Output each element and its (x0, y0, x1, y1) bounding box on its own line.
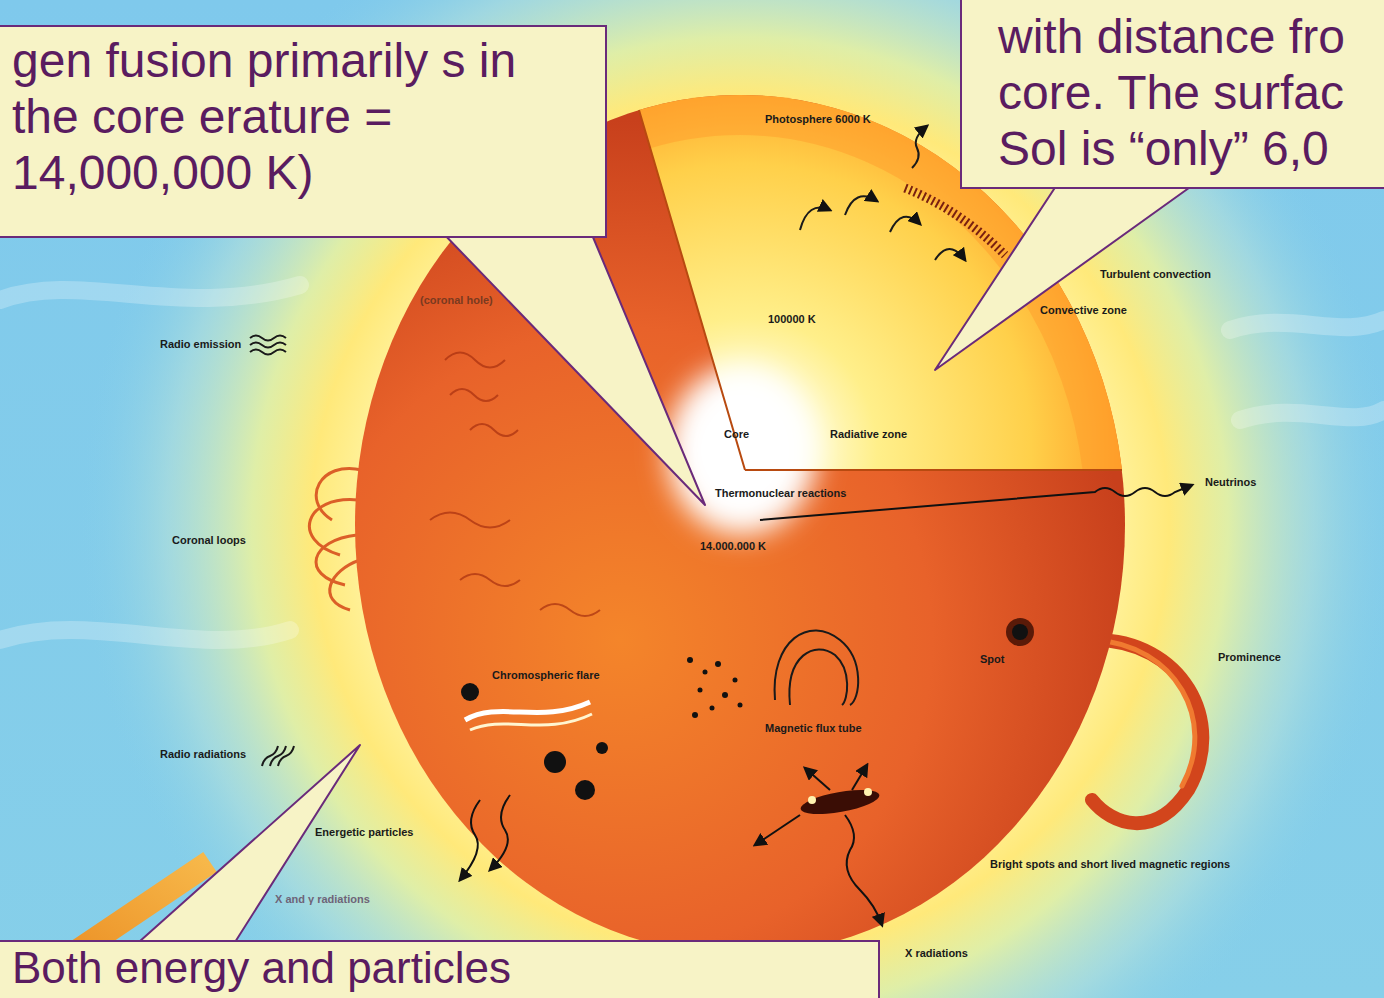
convection-arrow (845, 196, 877, 215)
surface-swirl (540, 604, 600, 616)
diagram-label: Core (724, 428, 749, 441)
granule-dot (722, 692, 728, 698)
diagram-label: Turbulent convection (1100, 268, 1211, 281)
callout-box: with distance fro core. The surfac Sol i… (960, 0, 1384, 189)
coronal-hole-swirl (445, 353, 505, 368)
callout-pointers (130, 180, 1200, 950)
diagram-label: Neutrinos (1205, 476, 1256, 489)
prominence-highlight (1095, 640, 1195, 786)
sunspots (461, 657, 743, 800)
coronal-hole-swirl (470, 424, 518, 436)
radio-wave (278, 746, 294, 766)
cloud-streak (0, 285, 300, 300)
cloud-streak (1230, 320, 1384, 330)
flux-tube-line (789, 649, 847, 705)
diagram-label: Chromospheric flare (492, 669, 600, 682)
cloud-streak (1240, 410, 1384, 420)
magnetic-region (799, 785, 881, 819)
radio-wave (250, 336, 286, 341)
granulation (905, 188, 1005, 255)
callout-pointer (440, 230, 705, 505)
sunspot (461, 683, 479, 701)
bright-spot (864, 788, 872, 796)
diagram-label: Radio radiations (160, 748, 246, 761)
diagram-label: Photosphere 6000 K (765, 113, 871, 126)
flare-streak (465, 702, 590, 720)
granule-dot (715, 661, 721, 667)
emission-arrow (755, 815, 800, 845)
convection-arrow (800, 208, 830, 231)
spot-umbra (1012, 624, 1028, 640)
diagram-label: Magnetic flux tube (765, 722, 862, 735)
diagram-label: Radio emission (160, 338, 241, 351)
callout-pointer (130, 745, 360, 950)
diagram-label: 14.000.000 K (700, 540, 766, 553)
diagram-label: (coronal hole) (420, 294, 493, 307)
convection-arrows (800, 126, 965, 260)
diagram-label: Spot (980, 653, 1004, 666)
diagram-label: X and γ radiations (275, 893, 370, 906)
coronal-loop (316, 535, 357, 585)
callout-box: gen fusion primarily s in the core eratu… (0, 25, 607, 238)
granule-dot (733, 678, 738, 683)
emission-arrow (852, 765, 867, 790)
coronal-loops (309, 468, 362, 610)
cloud-streak (0, 630, 290, 640)
surface-swirl (430, 513, 510, 528)
diagram-label: X radiations (905, 947, 968, 960)
radio-wave (250, 343, 286, 348)
sunspot (596, 742, 608, 754)
callout-text: with distance fro core. The surfac Sol i… (998, 9, 1379, 177)
radio-wave (250, 350, 286, 355)
diagram-label: Convective zone (1040, 304, 1127, 317)
core-glow (667, 365, 817, 535)
granule-dot (692, 712, 698, 718)
diagram-label: Coronal loops (172, 534, 246, 547)
diagram-label: Thermonuclear reactions (715, 487, 846, 500)
coronal-loop (309, 500, 358, 555)
flare-streak (470, 714, 592, 730)
surface-swirl (460, 574, 520, 586)
flux-tube-line (775, 630, 859, 705)
callout-text: Both energy and particles (12, 946, 868, 990)
emission-arrow (805, 768, 830, 790)
convection-arrow (890, 217, 920, 232)
granule-dot (698, 688, 703, 693)
coronal-loop (316, 468, 362, 520)
radio-symbol (250, 336, 294, 767)
bright-spot (808, 796, 816, 804)
diagram-label: 100000 K (768, 313, 816, 326)
sunspot (575, 780, 595, 800)
callout-text: gen fusion primarily s in the core eratu… (12, 33, 583, 201)
granule-dot (703, 670, 708, 675)
coronal-loop (330, 560, 360, 610)
photon-arrow (912, 126, 927, 168)
particle-arrow (490, 795, 510, 870)
granule-dot (738, 703, 743, 708)
particle-arrow (460, 800, 480, 880)
sunspot (544, 751, 566, 773)
diagram-label: Energetic particles (315, 826, 413, 839)
diagram-label: Prominence (1218, 651, 1281, 664)
spot-penumbra (1006, 618, 1034, 646)
surface-texture (430, 353, 600, 617)
flux-tube (775, 630, 859, 705)
diagram-label: Radiative zone (830, 428, 907, 441)
convection-arrow (935, 249, 965, 260)
granule-dot (710, 706, 715, 711)
coronal-hole-swirl (450, 389, 498, 401)
granule-dot (687, 657, 693, 663)
convective-band (374, 115, 1106, 935)
prominence (1092, 640, 1202, 823)
x-ray-arrow (845, 815, 882, 925)
diagram-label: Bright spots and short lived magnetic re… (990, 858, 1230, 871)
callout-box: Both energy and particles (0, 940, 880, 998)
